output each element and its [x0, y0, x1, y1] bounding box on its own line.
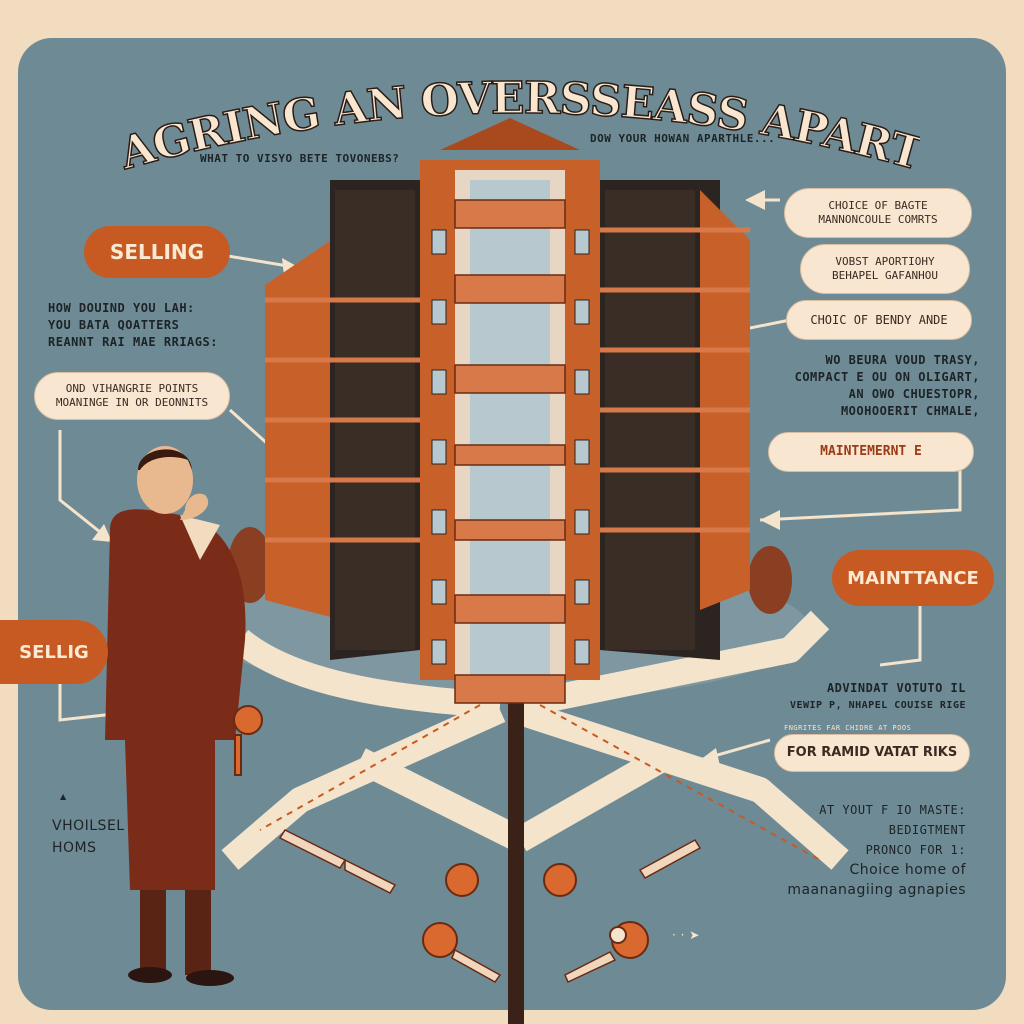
left-question-line: REANNT RAI MAE RRIAGS: — [48, 335, 218, 349]
subtitle-right: DOW YOUR HOWAN APARTHLE... — [590, 132, 776, 145]
paragraph-line: WO BEURA VOUD TRASY, — [825, 353, 980, 367]
bottom-line: Choice home of — [849, 862, 966, 878]
key-blades — [278, 829, 702, 984]
box-line: BEHAPEL GAFANHOU — [832, 269, 938, 282]
left-question-line: HOW DOUIND YOU LAH: — [48, 301, 195, 315]
title-banner: MANAAGRING AN OVERSSEASS APARTMENT — [120, 68, 920, 182]
footnote-line: VHOILSEL — [52, 818, 125, 834]
selling-badge-top: SELLING — [84, 226, 230, 278]
paragraph-line: AN OWO CHUESTOPR, — [848, 387, 980, 401]
bottom-line: BEDIGTMENT — [888, 823, 966, 837]
dots-arrow-icon: · · ➤ — [672, 928, 700, 942]
points-callout: OND VIHANGRIE POINTS MOANINGE IN OR DEON… — [34, 372, 230, 420]
choic-box: CHOIC OF BENDY ANDE — [786, 300, 972, 340]
up-arrow-icon: ▲ — [60, 792, 67, 801]
selling-badge-bottom: SELLIG — [0, 620, 108, 684]
risk-label: FNGRITES FAR CHIDRE AT POOS — [784, 724, 912, 732]
floor-slabs — [265, 227, 750, 543]
paragraph-line: COMPACT E OU ON OLIGART, — [794, 370, 980, 384]
dashed-routes — [259, 704, 821, 861]
balconies — [454, 199, 566, 704]
advise-line: VEWIP P, NHAPEL COUISE RIGE — [789, 700, 966, 711]
paragraph-line: MOOHOOERIT CHMALE, — [840, 404, 980, 418]
man-figure — [105, 446, 246, 986]
key-icons — [233, 705, 649, 959]
bottom-line: maananagiing agnapies — [787, 882, 966, 898]
risk-box: FOR RAMID VATAT RIKS — [774, 734, 970, 772]
center-pole — [508, 700, 524, 1024]
footnote: VHOILSEL HOMS — [52, 815, 125, 859]
bottom-right-text: AT YOUT F IO MASTE: BEDIGTMENT PRONCO FO… — [780, 800, 966, 900]
maintenance-box: MAINTEMERNT E — [768, 432, 974, 472]
right-paragraph: WO BEURA VOUD TRASY, COMPACT E OU ON OLI… — [760, 352, 980, 420]
building-right-wing — [600, 180, 750, 660]
vobst-box: VOBST APORTIOHY BEHAPEL GAFANHOU — [800, 244, 970, 294]
bottom-line: AT YOUT F IO MASTE: — [819, 803, 966, 817]
advise-text: ADVINDAT VOTUTO IL VEWIP P, NHAPEL COUIS… — [760, 680, 966, 714]
callout-line: OND VIHANGRIE POINTS — [65, 382, 199, 395]
left-question-line: YOU BATA QOATTERS — [48, 318, 180, 332]
box-line: VOBST APORTIOHY — [835, 255, 935, 268]
footnote-line: HOMS — [52, 840, 97, 856]
box-line: CHOICE OF BAGTE — [828, 199, 928, 212]
bottom-line: PRONCO FOR 1: — [865, 843, 966, 857]
box-line: MANNONCOULE COMRTS — [818, 213, 938, 226]
advise-line: ADVINDAT VOTUTO IL — [826, 681, 966, 695]
subtitle-left: WHAT TO VISYO BETE TOVONEBS? — [200, 152, 400, 165]
maintenance-badge: MAINTTANCE — [832, 550, 994, 606]
callout-line: MOANINGE IN OR DEONNITS — [55, 396, 209, 409]
windows — [431, 229, 590, 665]
choice-of-bagte-box: CHOICE OF BAGTE MANNONCOULE COMRTS — [784, 188, 972, 238]
tree-right — [748, 546, 792, 614]
left-question: HOW DOUIND YOU LAH: YOU BATA QOATTERS RE… — [48, 300, 218, 351]
